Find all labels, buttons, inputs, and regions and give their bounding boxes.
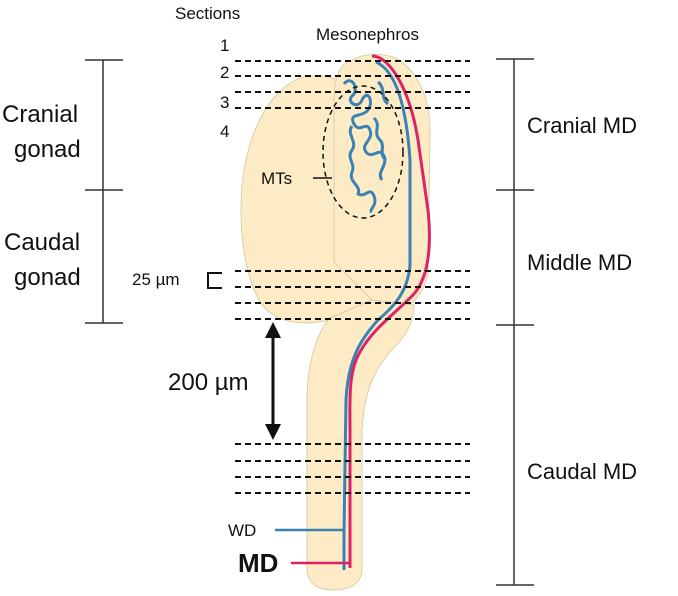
section-number-4: 4 <box>220 122 229 141</box>
middle-md-label: Middle MD <box>527 250 632 275</box>
mts-label: MTs <box>261 169 292 188</box>
left-brackets <box>85 59 123 324</box>
arrow-head-up <box>265 322 281 338</box>
spacing-200-arrow <box>265 322 281 440</box>
spacing-25-bracket <box>207 272 222 289</box>
spacing-200-label: 200 µm <box>168 369 249 396</box>
cranial-gonad-label-line2: gonad <box>14 136 81 163</box>
tubule-cluster-upper <box>342 79 387 181</box>
sections-heading: Sections <box>175 4 240 23</box>
mesonephros-label: Mesonephros <box>316 25 419 44</box>
mts-ellipse <box>322 85 404 219</box>
section-lines <box>235 60 470 494</box>
caudal-gonad-label-line2: gonad <box>14 264 81 291</box>
spacing-25-label: 25 µm <box>132 270 180 289</box>
md-label: MD <box>238 548 278 578</box>
tubule-cluster-side <box>372 80 390 162</box>
caudal-gonad-label-line1: Caudal <box>4 229 80 256</box>
tissue-body <box>240 54 431 591</box>
arrow-head-down <box>265 424 281 440</box>
right-brackets <box>496 58 534 586</box>
tubule-cluster-lower <box>348 125 377 214</box>
caudal-md-label: Caudal MD <box>527 459 637 484</box>
cranial-gonad-label-line1: Cranial <box>2 101 78 128</box>
section-number-1: 1 <box>220 36 229 55</box>
section-number-2: 2 <box>220 63 229 82</box>
mullerian-duct-line <box>348 54 431 568</box>
section-number-3: 3 <box>220 93 229 112</box>
mesonephric-tubules <box>342 79 390 214</box>
cranial-md-label: Cranial MD <box>527 113 637 138</box>
wd-label: WD <box>228 521 256 540</box>
